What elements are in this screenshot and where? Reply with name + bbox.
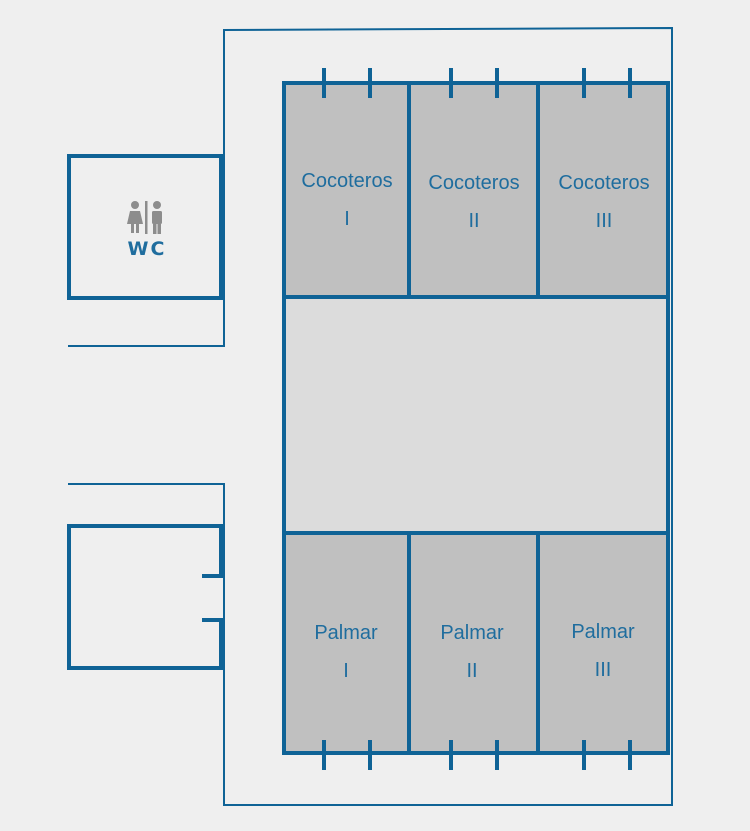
room-palmar-1-name: Palmar	[314, 622, 378, 644]
corridor-area	[285, 297, 668, 533]
main-walls	[282, 81, 670, 755]
room-cocoteros-3-number: III	[596, 210, 613, 232]
room-palmar-2-area	[409, 533, 538, 752]
room-palmar-3-number: III	[595, 659, 612, 681]
room-labels-bottom: Palmar I Palmar II Palmar III	[314, 621, 635, 682]
room-palmar-3-name: Palmar	[571, 621, 635, 643]
room-palmar-3-area	[538, 533, 668, 752]
room-cocoteros-1-name: Cocoteros	[301, 170, 392, 192]
room-cocoteros-1-number: I	[344, 208, 350, 230]
room-palmar-2-number: II	[466, 660, 477, 682]
outer-outline	[68, 26, 673, 806]
entrance-room	[67, 524, 223, 670]
room-fills	[285, 83, 668, 752]
room-cocoteros-3-area	[538, 83, 668, 297]
room-cocoteros-2-area	[409, 83, 538, 297]
room-cocoteros-2-name: Cocoteros	[428, 172, 519, 194]
room-palmar-1-area	[285, 533, 409, 752]
restroom-label: WC	[128, 238, 167, 260]
room-palmar-1-number: I	[343, 660, 349, 682]
doors-top	[322, 68, 632, 98]
room-cocoteros-1-area	[285, 83, 409, 297]
room-palmar-2-name: Palmar	[440, 622, 504, 644]
room-cocoteros-3-name: Cocoteros	[558, 172, 649, 194]
restroom-icon	[127, 201, 162, 234]
room-cocoteros-2-number: II	[468, 210, 479, 232]
room-labels-top: Cocoteros I Cocoteros II Cocoteros III	[301, 170, 649, 232]
doors-bottom	[322, 740, 632, 770]
